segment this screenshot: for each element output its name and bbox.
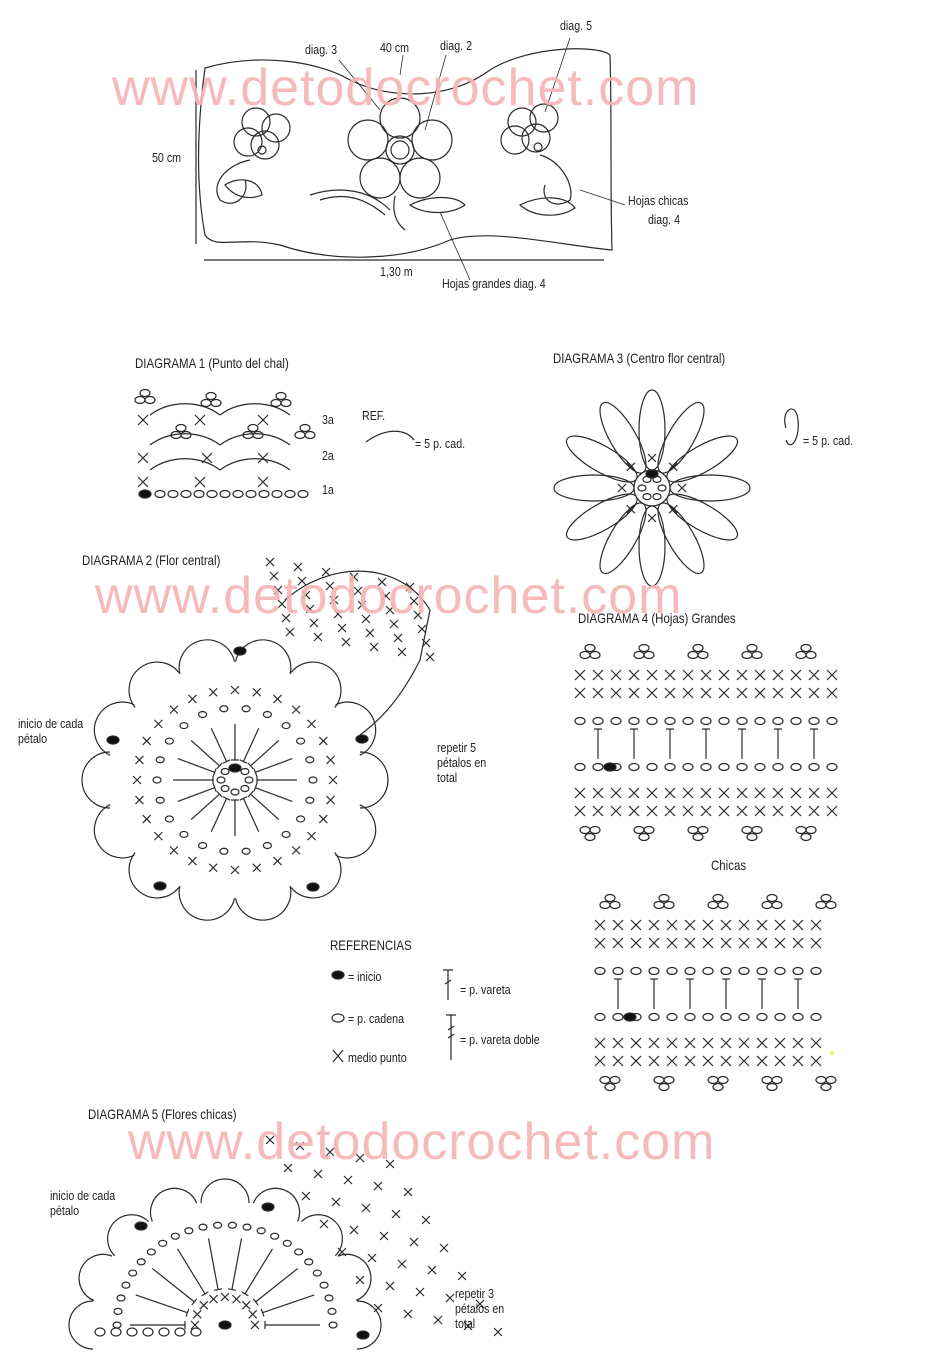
legend-treble-crochet: = p. vareta doble <box>460 1032 540 1047</box>
diagram3-title: DIAGRAMA 3 (Centro flor central) <box>553 350 726 366</box>
diagram1-row2: 2a <box>322 448 334 463</box>
legend-title: REFERENCIAS <box>330 937 412 953</box>
width-label: 40 cm <box>380 40 410 55</box>
diagram3-daisy-chart <box>553 389 751 587</box>
shawl-outline <box>197 48 613 258</box>
legend-symbols <box>331 969 456 1063</box>
central-flower-sketch <box>309 97 466 231</box>
right-flower-sketch <box>500 103 576 216</box>
diagram2-start-note: inicio de cada pétalo <box>18 716 84 746</box>
legend-double-crochet: = p. vareta <box>460 982 511 997</box>
diagram2-flower-chart <box>81 557 435 921</box>
diag5-label: diag. 5 <box>560 18 593 33</box>
diagram3-ref-loop <box>784 408 799 446</box>
left-flower-sketch <box>216 107 291 204</box>
diagram4-leaf-charts <box>574 643 838 1092</box>
watermark-1: www.detodocrochet.com <box>112 59 700 117</box>
leader-lines <box>338 37 626 281</box>
diagram4-small-title: Chicas <box>711 857 747 873</box>
diagram5-start-note: inicio de cada pétalo <box>50 1188 116 1218</box>
watermark-3: www.detodocrochet.com <box>128 1113 716 1171</box>
diagram3-ref-text: = 5 p. cad. <box>803 433 854 448</box>
watermark-2: www.detodocrochet.com <box>95 567 683 625</box>
diagram1-ref-text: = 5 p. cad. <box>415 436 466 451</box>
diagram1-row1: 1a <box>322 482 334 497</box>
diag3-label: diag. 3 <box>305 42 338 57</box>
diagram5-flower-chart <box>68 1135 503 1350</box>
diagram1-row3: 3a <box>322 412 334 427</box>
legend-chain: = p. cadena <box>348 1011 405 1026</box>
diagram2-repeat-note: repetir 5 pétalos en total <box>437 740 487 785</box>
legend-single-crochet: medio punto <box>348 1050 407 1065</box>
legend-start: = inicio <box>348 969 382 984</box>
small-leaves-label: Hojas chicas <box>628 193 689 208</box>
diagram1-chart <box>134 388 415 499</box>
diag2-label: diag. 2 <box>440 38 473 53</box>
small-leaves-diag: diag. 4 <box>648 212 681 227</box>
diagram1-title: DIAGRAMA 1 (Punto del chal) <box>135 355 289 371</box>
big-leaves-label: Hojas grandes diag. 4 <box>442 276 546 291</box>
diagram5-title: DIAGRAMA 5 (Flores chicas) <box>88 1106 237 1122</box>
diagram2-title: DIAGRAMA 2 (Flor central) <box>82 552 221 568</box>
diagram5-repeat-note: repetir 3 pétalos en total <box>455 1286 505 1331</box>
diagram1-ref-title: REF. <box>362 408 386 423</box>
length-label: 1,30 m <box>380 264 413 279</box>
diagram4-title: DIAGRAMA 4 (Hojas) Grandes <box>578 610 736 626</box>
height-label: 50 cm <box>152 150 182 165</box>
